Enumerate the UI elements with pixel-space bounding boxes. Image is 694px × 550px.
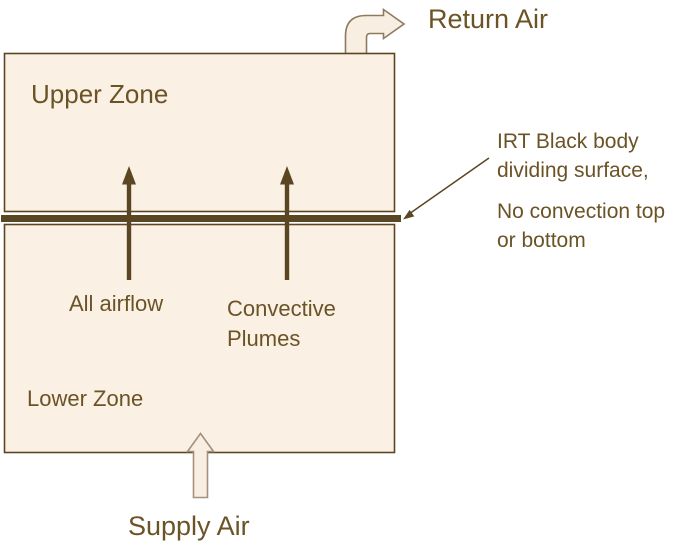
annotation-dividing-surface-label: IRT Black body dividing surface, (497, 130, 649, 182)
dividing-surface-bar (1, 215, 401, 222)
airflow-arrow-left (122, 166, 136, 280)
lower-zone-box (3, 223, 396, 454)
supply-air-label: Supply Air (128, 511, 250, 541)
upper-zone-label: Upper Zone (31, 79, 169, 109)
upper-zone-box (3, 52, 396, 213)
convective-plumes-label: Convective Plumes (227, 296, 336, 352)
all-airflow-label: All airflow (69, 291, 164, 316)
lower-zone-label: Lower Zone (27, 386, 144, 411)
annotation-pointer-arrow (403, 157, 490, 220)
return-air-arrow-icon (344, 7, 406, 55)
supply-air-arrow-icon (185, 432, 216, 499)
return-air-label: Return Air (428, 4, 549, 34)
airflow-arrow-right (280, 166, 294, 280)
annotation-no-convection-label: No convection top or bottom (497, 200, 666, 252)
